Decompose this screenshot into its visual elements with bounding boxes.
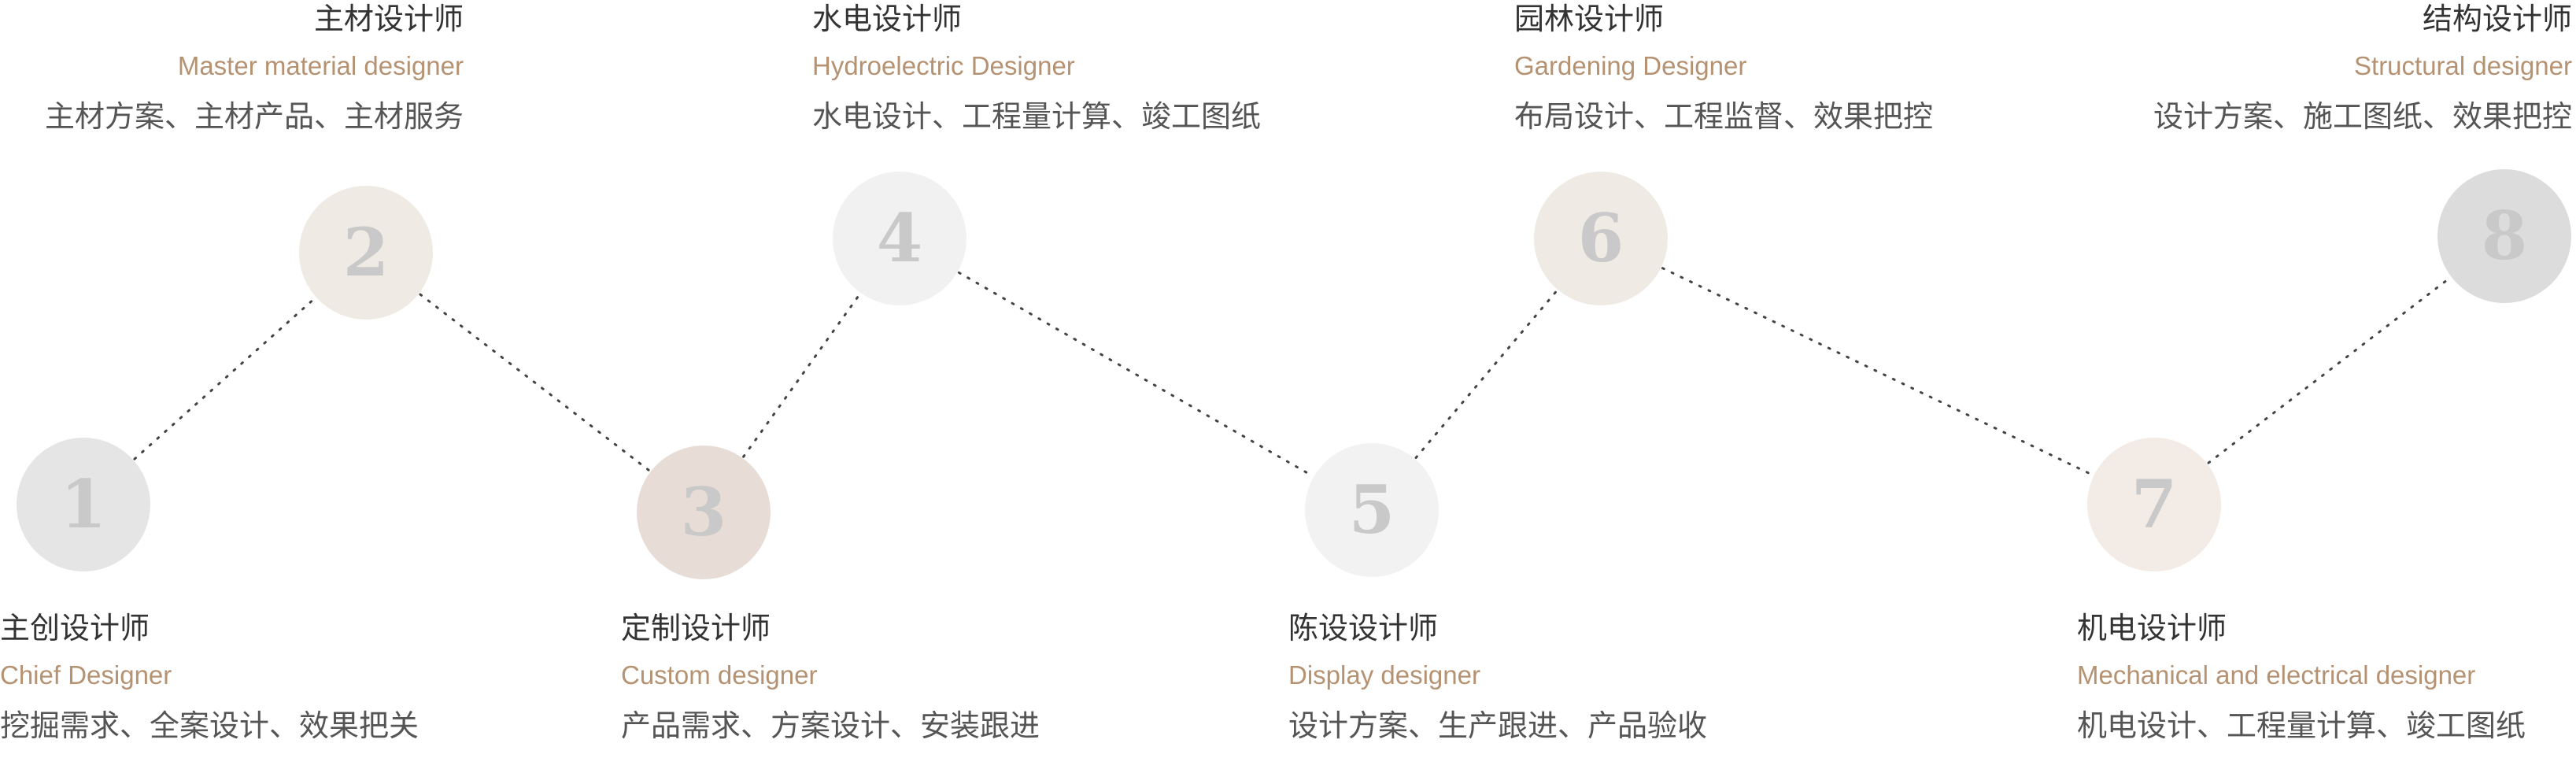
connector-7-8 xyxy=(2207,276,2452,464)
step-8-circle: 8 xyxy=(2437,169,2571,303)
step-number: 1 xyxy=(60,465,107,543)
connector-3-4 xyxy=(742,293,861,458)
connector-2-3 xyxy=(419,293,651,472)
step-title: 主创设计师 xyxy=(0,611,150,645)
step-title: 水电设计师 xyxy=(812,2,963,36)
step-4-circle: 4 xyxy=(833,172,966,305)
step-title: 结构设计师 xyxy=(2422,2,2572,36)
step-number: 7 xyxy=(2131,465,2178,543)
step-title: 园林设计师 xyxy=(1514,2,1665,36)
step-description: 布局设计、工程监督、效果把控 xyxy=(1514,99,1934,134)
step-number: 2 xyxy=(342,213,390,291)
step-5-card: 陈设设计师 Display designer 设计方案、生产跟进、产品验收 xyxy=(1288,609,1707,745)
step-3-card: 定制设计师 Custom designer 产品需求、方案设计、安装跟进 xyxy=(621,609,1040,745)
step-4-card: 水电设计师 Hydroelectric Designer 水电设计、工程量计算、… xyxy=(812,0,1261,135)
step-description: 水电设计、工程量计算、竣工图纸 xyxy=(812,99,1262,134)
step-title: 定制设计师 xyxy=(621,611,771,645)
step-7-circle: 7 xyxy=(2087,438,2221,571)
step-number: 5 xyxy=(1348,471,1395,549)
step-7-card: 机电设计师 Mechanical and electrical designer… xyxy=(2077,609,2526,745)
step-title: 主材设计师 xyxy=(313,2,464,36)
step-number: 3 xyxy=(680,473,727,551)
step-number: 4 xyxy=(876,199,923,277)
connector-1-2 xyxy=(133,297,316,460)
step-1-card: 主创设计师 Chief Designer 挖掘需求、全案设计、效果把关 xyxy=(0,609,419,745)
step-2-circle: 2 xyxy=(299,186,433,320)
step-description: 设计方案、生产跟进、产品验收 xyxy=(1288,708,1708,743)
step-english-title: Chief Designer xyxy=(0,660,172,690)
connector-6-7 xyxy=(1661,267,2094,476)
step-english-title: Display designer xyxy=(1288,660,1480,690)
step-6-card: 园林设计师 Gardening Designer 布局设计、工程监督、效果把控 xyxy=(1514,0,1933,135)
step-description: 产品需求、方案设计、安装跟进 xyxy=(621,708,1040,743)
step-6-circle: 6 xyxy=(1534,172,1668,305)
step-english-title: Gardening Designer xyxy=(1514,51,1747,80)
step-description: 挖掘需求、全案设计、效果把关 xyxy=(0,708,419,743)
connector-5-6 xyxy=(1414,290,1558,459)
step-english-title: Custom designer xyxy=(621,660,818,690)
step-2-card: 主材设计师 Master material designer 主材方案、主材产品… xyxy=(45,0,464,135)
step-description: 设计方案、施工图纸、效果把控 xyxy=(2153,99,2572,134)
step-3-circle: 3 xyxy=(637,446,771,579)
step-english-title: Hydroelectric Designer xyxy=(812,51,1075,80)
step-number: 8 xyxy=(2481,197,2528,275)
step-title: 机电设计师 xyxy=(2077,611,2227,645)
step-number: 6 xyxy=(1577,199,1624,277)
step-english-title: Mechanical and electrical designer xyxy=(2077,660,2476,690)
step-english-title: Master material designer xyxy=(177,51,464,80)
step-8-card: 结构设计师 Structural designer 设计方案、施工图纸、效果把控 xyxy=(2153,0,2572,135)
step-1-circle: 1 xyxy=(17,438,150,571)
step-title: 陈设设计师 xyxy=(1288,611,1439,645)
step-english-title: Structural designer xyxy=(2354,51,2572,80)
step-5-circle: 5 xyxy=(1305,443,1439,577)
step-description: 机电设计、工程量计算、竣工图纸 xyxy=(2077,708,2526,743)
connector-4-5 xyxy=(957,271,1314,478)
step-description: 主材方案、主材产品、主材服务 xyxy=(44,99,464,134)
